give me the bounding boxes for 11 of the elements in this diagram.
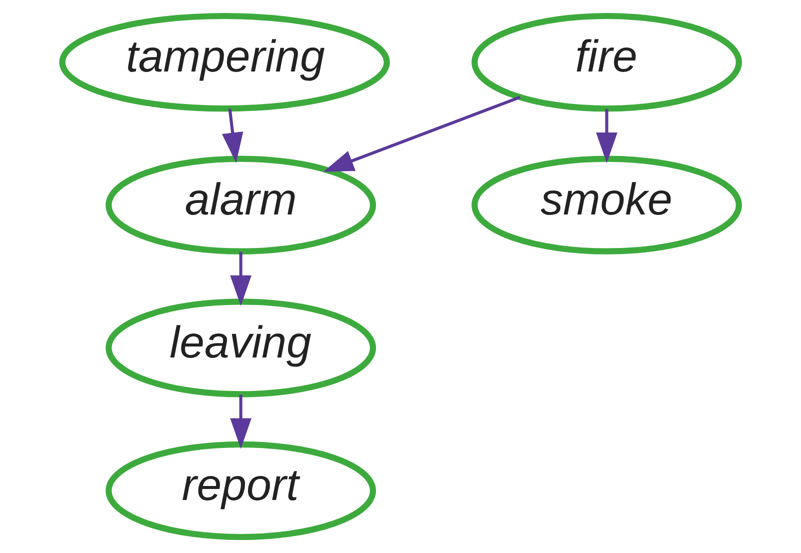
arrow bbox=[230, 252, 252, 306]
arrow bbox=[596, 108, 618, 164]
node-ellipse: alarm bbox=[106, 156, 376, 254]
arrow bbox=[222, 108, 244, 164]
arrow bbox=[323, 96, 521, 172]
node-ellipse: leaving bbox=[106, 298, 376, 398]
node-ellipse: report bbox=[106, 441, 376, 540]
node-ellipse: smoke bbox=[472, 156, 742, 254]
node-ellipse: fire bbox=[472, 12, 742, 112]
arrow bbox=[230, 394, 252, 449]
node-ellipse: tampering bbox=[59, 12, 390, 112]
